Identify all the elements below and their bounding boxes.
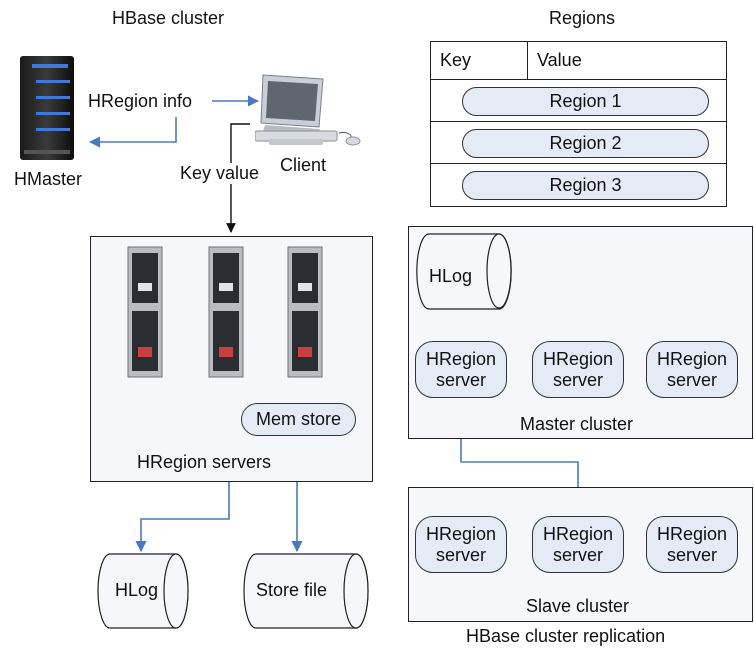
slave-cluster-label: Slave cluster: [526, 596, 630, 616]
server-line1: HRegion: [542, 523, 614, 544]
replication-label: HBase cluster replication: [466, 626, 666, 646]
region-row: Region 2: [462, 129, 709, 158]
hbase-cluster-title: HBase cluster: [112, 8, 225, 28]
store-file-cylinder: [242, 552, 370, 630]
slave-hregion-server: HRegion server: [415, 516, 507, 573]
master-hregion-server: HRegion server: [415, 341, 507, 398]
region-row: Region 3: [462, 171, 709, 200]
hlog-cylinder: [96, 552, 190, 630]
server-line1: HRegion: [425, 348, 497, 369]
hmaster-label: HMaster: [14, 169, 83, 189]
blade-server-icon: [280, 243, 330, 381]
regions-table-header: Key Value: [431, 42, 726, 80]
to-hmaster-arrow: [88, 117, 177, 148]
master-cluster-label: Master cluster: [520, 414, 634, 434]
region-row: Region 1: [462, 87, 709, 116]
server-line2: server: [666, 544, 717, 565]
master-hregion-server: HRegion server: [646, 341, 738, 398]
hlog-bottom-label: HLog: [115, 580, 159, 600]
master-hregion-server: HRegion server: [532, 341, 624, 398]
server-line2: server: [552, 369, 603, 390]
server-line1: HRegion: [656, 348, 728, 369]
key-header: Key: [440, 50, 472, 70]
desktop-computer-icon: [254, 73, 365, 151]
store-file-label: Store file: [256, 580, 328, 600]
server-line1: HRegion: [542, 348, 614, 369]
regions-table: Key Value Region 1 Region 2 Region 3: [430, 41, 727, 207]
server-line2: server: [435, 369, 486, 390]
mem-store: Mem store: [241, 403, 356, 436]
blade-server-icon: [120, 243, 170, 381]
slave-hregion-server: HRegion server: [646, 516, 738, 573]
server-line1: HRegion: [425, 523, 497, 544]
hregion-info-label: HRegion info: [88, 91, 193, 112]
value-header: Value: [537, 50, 582, 70]
key-value-arrow: [226, 123, 250, 233]
client-label: Client: [280, 155, 327, 175]
server-tower-icon: [14, 54, 82, 164]
blade-server-icon: [201, 243, 251, 381]
key-value-label: Key value: [180, 163, 260, 184]
regions-title: Regions: [549, 8, 616, 28]
server-line2: server: [552, 544, 603, 565]
server-line2: server: [435, 544, 486, 565]
servers-hlog-arrow: [135, 482, 230, 553]
server-line2: server: [666, 369, 717, 390]
hlog-master-label: HLog: [429, 266, 473, 286]
hlog-master-cylinder: [415, 232, 513, 311]
server-line1: HRegion: [656, 523, 728, 544]
hregion-servers-label: HRegion servers: [137, 452, 272, 472]
slave-hregion-server: HRegion server: [532, 516, 624, 573]
